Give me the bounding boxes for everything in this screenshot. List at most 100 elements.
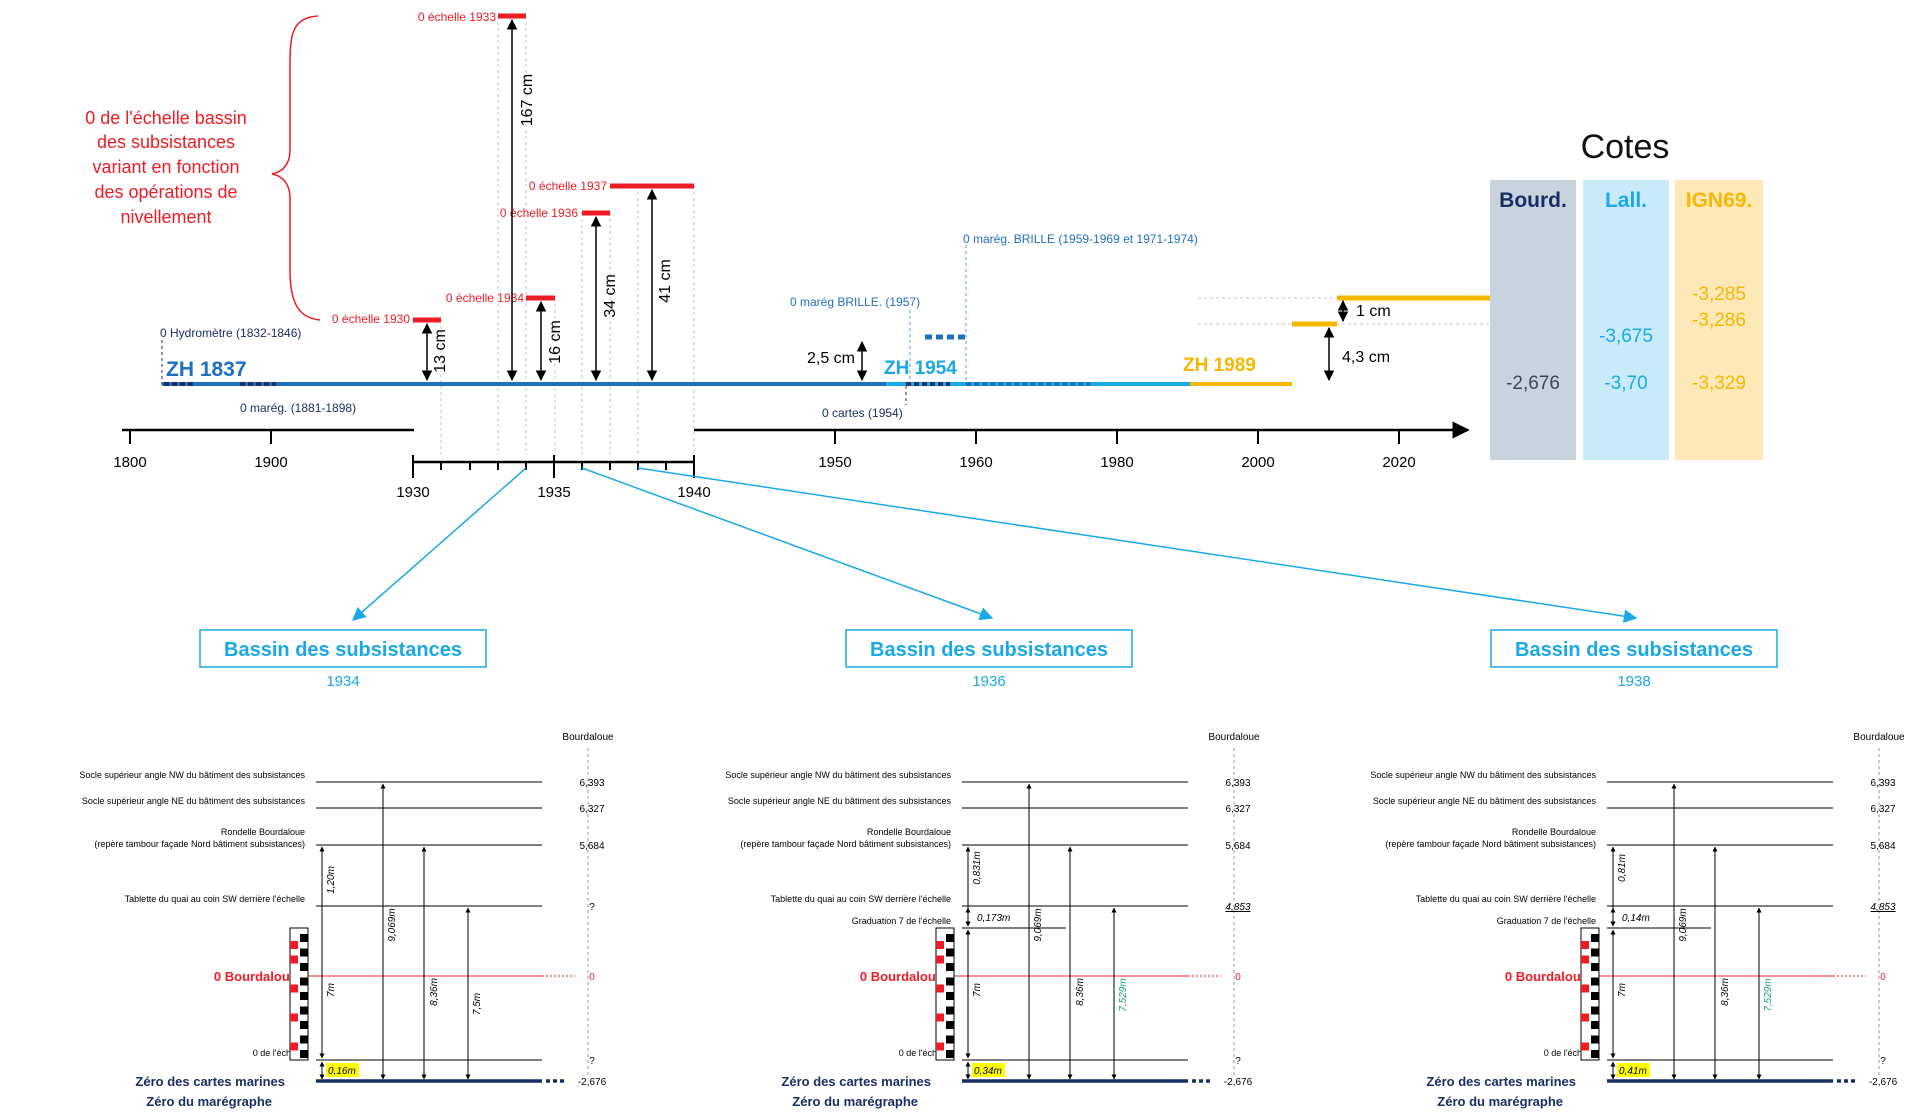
tick-1960: 1960	[959, 454, 992, 471]
value-lall-mid: -3,675	[1599, 326, 1653, 347]
tick-1800: 1800	[113, 454, 146, 471]
measure-9069: 9,069m	[1033, 908, 1044, 941]
brace-line-4: des opérations de	[94, 182, 237, 202]
measure-last: 7,529m	[1118, 978, 1129, 1011]
zero-1937-label: 0 échelle 1937	[529, 179, 607, 193]
panel-1938: Bassin des subsistances1938BourdaloueSoc…	[1370, 629, 1905, 1109]
value-lall-zh: -3,70	[1604, 373, 1647, 394]
gauge-mark-red	[1581, 1013, 1589, 1022]
row-value: 5,684	[1870, 841, 1895, 852]
gauge-mark-black	[946, 963, 954, 971]
row-value: ?	[1880, 1056, 1886, 1067]
label-16cm: 16 cm	[547, 320, 564, 364]
gauge-mark-red	[290, 1042, 298, 1051]
row-label: Socle supérieur angle NE du bâtiment des…	[728, 796, 952, 806]
row-label-rondelle: Rondelle Bourdaloue	[867, 827, 951, 837]
value-ign-top: -3,285	[1692, 284, 1746, 305]
row-value: -2,676	[1224, 1077, 1253, 1088]
gauge-mark-black	[300, 1021, 308, 1029]
row-label-zero-cartes: Zéro des cartes marines	[781, 1074, 931, 1089]
gauge-mark-black	[946, 1021, 954, 1029]
row-label-zero-cartes: Zéro des cartes marines	[1426, 1074, 1576, 1089]
row-label: Socle supérieur angle NE du bâtiment des…	[82, 796, 306, 806]
row-value: 5,684	[579, 841, 604, 852]
ign-column	[1675, 180, 1763, 460]
gauge-mark-black	[946, 1006, 954, 1015]
measure-last: 7,5m	[472, 993, 483, 1015]
measure-836: 8,36m	[1720, 978, 1731, 1006]
zh1989-label: ZH 1989	[1183, 355, 1256, 376]
gauge-mark-black	[1591, 977, 1599, 986]
gauge-mark-black	[300, 1006, 308, 1015]
measure-bottom: 0,34m	[974, 1066, 1002, 1077]
panel-year: 1934	[326, 673, 359, 690]
measure-bottom: 0,41m	[1619, 1066, 1647, 1077]
cartes-1954-label: 0 cartes (1954)	[822, 406, 903, 420]
vertical-guides	[440, 16, 1490, 455]
row-value: 6,327	[1225, 804, 1250, 815]
gauge-mark-black	[1591, 1021, 1599, 1029]
brace-line-3: variant en fonction	[92, 157, 239, 177]
gauge-mark-red	[1581, 984, 1589, 993]
measure-bottom: 0,16m	[328, 1066, 356, 1077]
tick-2000: 2000	[1241, 454, 1274, 471]
connector-1938	[637, 467, 1638, 623]
gauge-mark-black	[946, 992, 954, 1000]
measure-mid: 0,14m	[1622, 913, 1650, 924]
row-label-zero-bourdaloue: 0 Bourdaloue	[214, 969, 297, 984]
row-label: Tablette du quai au coin SW derrière l'é…	[125, 894, 305, 904]
value-ign-mid: -3,286	[1692, 310, 1746, 331]
zh-lines	[162, 295, 1490, 386]
cotes-title: Cotes	[1581, 128, 1670, 166]
measure-7m: 7m	[326, 983, 337, 997]
zoom-tick-1935: 1935	[537, 484, 570, 501]
row-value: ?	[1235, 1056, 1241, 1067]
row-value: 0	[1235, 972, 1241, 983]
row-value: 4,853	[1870, 902, 1895, 913]
label-4-3cm: 4,3 cm	[1342, 349, 1390, 366]
row-value: 6,327	[579, 804, 604, 815]
panel-year: 1936	[972, 673, 1005, 690]
panel-1936: Bassin des subsistances1936BourdaloueSoc…	[725, 629, 1260, 1109]
row-value: 4,853	[1225, 902, 1250, 913]
gauge-mark-red	[290, 955, 298, 964]
zoom-tick-1940: 1940	[677, 484, 710, 501]
row-label: 0 de l'échelle	[1544, 1048, 1596, 1058]
measure-7m: 7m	[972, 983, 983, 997]
row-value: -2,676	[578, 1077, 607, 1088]
measure-9069: 9,069m	[387, 908, 398, 941]
gauge-mark-black	[300, 934, 308, 942]
zoom-axis: 1930 1935 1940	[396, 455, 711, 501]
label-2-5cm: 2,5 cm	[807, 350, 855, 367]
gauge-mark-black	[946, 1050, 954, 1058]
gauge-mark-black	[300, 1035, 308, 1044]
brace-line-1: 0 de l'échelle bassin	[85, 108, 247, 128]
gauge-mark-black	[300, 977, 308, 986]
measure-top: 0,81m	[1617, 854, 1628, 882]
connector-1934	[351, 467, 527, 621]
difference-labels: 13 cm 167 cm 16 cm 34 cm 41 cm 2,5 cm 1 …	[432, 74, 1391, 373]
bourdaloue-header: Bourdaloue	[1853, 732, 1905, 743]
row-label-rondelle: Rondelle Bourdaloue	[221, 827, 305, 837]
value-ign-zh: -3,329	[1692, 373, 1746, 394]
zh1954-label: ZH 1954	[884, 358, 957, 379]
label-41cm: 41 cm	[657, 259, 674, 303]
panel-title-box	[199, 629, 487, 668]
gauge-mark-black	[946, 948, 954, 957]
gauge-mark-black	[1591, 1006, 1599, 1015]
cotes-table: Cotes Bourd. Lall. IGN69. -2,676 -3,70 -…	[1490, 128, 1763, 460]
row-label: 0 de l'échelle	[253, 1048, 305, 1058]
panel-title: Bassin des subsistances	[870, 639, 1108, 661]
gauge-mark-red	[1581, 955, 1589, 964]
gauge-mark-black	[1591, 1050, 1599, 1058]
datum-labels: 0 Hydromètre (1832-1846) 0 marég. (1881-…	[160, 232, 1256, 420]
gauge-mark-red	[936, 984, 944, 993]
gauge-mark-black	[300, 948, 308, 957]
main-axis: 1800 1900 1950 1960 1980 2000 2020	[113, 421, 1470, 471]
row-value: 6,393	[1225, 778, 1250, 789]
gauge-mark-black	[946, 1035, 954, 1044]
brille-1957-label: 0 marég BRILLE. (1957)	[790, 295, 920, 309]
gauge-mark-red	[290, 941, 298, 949]
gauge-mark-black	[946, 977, 954, 986]
